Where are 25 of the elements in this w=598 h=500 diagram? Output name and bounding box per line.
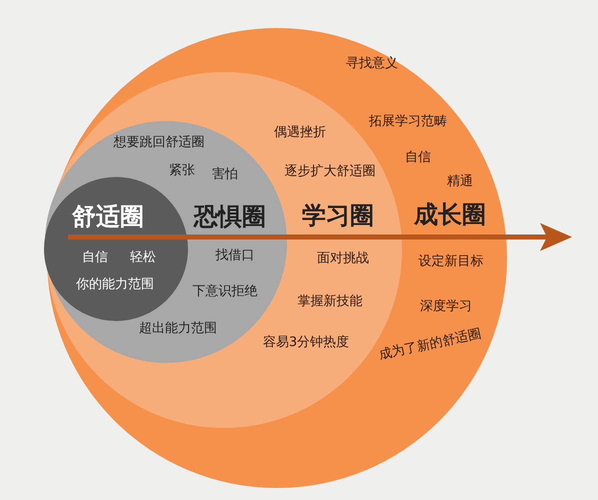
circle-label: 深度学习 — [420, 299, 472, 315]
circle-label: 拓展学习范畴 — [369, 114, 447, 130]
circle-label: 下意识拒绝 — [192, 284, 258, 300]
circle-label: 自信 — [405, 150, 431, 166]
circle-label: 设定新目标 — [418, 254, 484, 270]
circle-label: 你的能力范围 — [76, 277, 154, 293]
circle-label: 容易3分钟热度 — [262, 335, 350, 351]
circle-label: 偶遇挫折 — [274, 125, 326, 141]
circle-label: 想要跳回舒适圈 — [114, 135, 204, 151]
circle-title: 恐惧圈 — [194, 202, 266, 232]
circle-label: 成为了新的舒适圈 — [378, 326, 482, 364]
circle-label: 轻松 — [130, 250, 156, 266]
circle-label: 自信 — [82, 250, 108, 266]
circle-label: 超出能力范围 — [139, 321, 217, 337]
circle-label: 精通 — [447, 174, 473, 190]
circle-label: 紧张 — [169, 163, 195, 179]
circle-title: 舒适圈 — [72, 202, 144, 232]
circle-label: 寻找意义 — [346, 56, 398, 72]
circle-label: 面对挑战 — [317, 251, 369, 267]
circle-title: 成长圈 — [414, 200, 486, 230]
circle-label: 逐步扩大舒适圈 — [284, 164, 376, 180]
circle-label: 找借口 — [216, 248, 254, 264]
circle-label: 害怕 — [212, 167, 238, 183]
circle-title: 学习圈 — [302, 202, 374, 230]
circle-label: 掌握新技能 — [298, 294, 362, 310]
